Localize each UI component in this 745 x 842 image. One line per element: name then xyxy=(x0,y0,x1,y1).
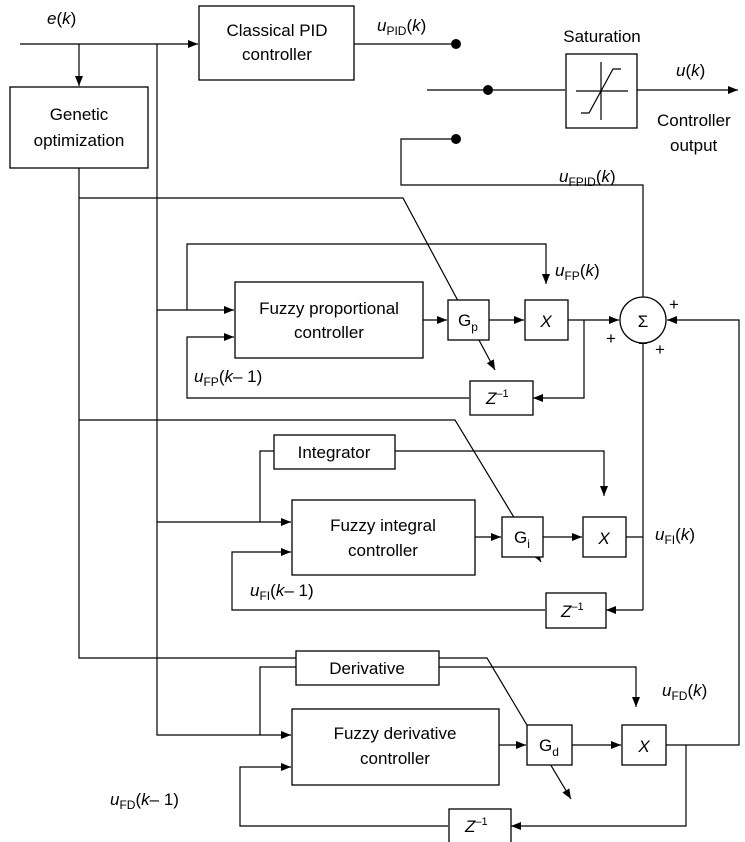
fuzzy-i-label-1: Fuzzy integral xyxy=(330,516,436,535)
saturation-block: Saturation xyxy=(563,27,641,129)
genetic-optimization-block: Genetic optimization xyxy=(9,86,149,169)
signal-label-u-fd: uFD(k) xyxy=(662,681,707,703)
delay-i-block: Z–1 xyxy=(545,592,607,629)
gain-gp-block: Gp xyxy=(447,299,490,341)
delay-d-label: Z–1 xyxy=(464,816,488,836)
multiplier-i-block: X xyxy=(582,516,627,558)
pid-controller-label-1: Classical PID xyxy=(226,21,327,40)
saturation-label: Saturation xyxy=(563,27,641,46)
signal-label-u-fp: uFP(k) xyxy=(555,261,600,283)
signal-label-u: u(k) xyxy=(676,61,705,80)
plus-sign-left: + xyxy=(606,329,616,348)
signal-wires xyxy=(20,39,740,830)
gain-gi-block: Gi xyxy=(501,516,544,558)
multiplier-p-block: X xyxy=(524,299,569,341)
signal-label-e: e(k) xyxy=(47,9,76,28)
signal-label-u-pid: uPID(k) xyxy=(377,16,426,38)
genetic-label-2: optimization xyxy=(34,131,125,150)
fuzzy-d-label-2: controller xyxy=(360,749,430,768)
sum-symbol: Σ xyxy=(638,312,649,331)
delay-p-label: Z–1 xyxy=(485,388,509,408)
integrator-label: Integrator xyxy=(298,443,371,462)
signal-label-u-fpid: uFPID(k) xyxy=(559,167,616,189)
multiplier-i-label: X xyxy=(597,529,610,548)
gain-gi-label: Gi xyxy=(514,528,530,551)
fuzzy-proportional-block: Fuzzy proportional controller xyxy=(234,281,424,359)
signal-label-u-fp-prev: uFP(k– 1) xyxy=(194,367,262,389)
delay-d-block: Z–1 xyxy=(448,808,512,842)
fuzzy-p-label-2: controller xyxy=(294,323,364,342)
gain-gp-label: Gp xyxy=(458,311,478,334)
fuzzy-d-label-1: Fuzzy derivative xyxy=(334,724,457,743)
delay-i-label: Z–1 xyxy=(560,601,584,621)
gain-gd-label: Gd xyxy=(539,736,559,759)
multiplier-d-label: X xyxy=(637,737,650,756)
signal-label-u-fi: uFI(k) xyxy=(655,525,695,547)
fuzzy-integral-block: Fuzzy integral controller xyxy=(291,499,476,576)
gain-gd-block: Gd xyxy=(526,724,573,766)
derivative-block: Derivative xyxy=(295,650,440,686)
pid-controller-label-2: controller xyxy=(242,45,312,64)
plus-sign-right: + xyxy=(669,295,679,314)
derivative-label: Derivative xyxy=(329,659,405,678)
multiplier-d-block: X xyxy=(621,724,667,766)
summing-junction: Σ + + + xyxy=(606,295,679,359)
controller-output-label-2: output xyxy=(670,136,718,155)
signal-label-u-fi-prev: uFI(k– 1) xyxy=(250,581,314,603)
pid-controller-block: Classical PID controller xyxy=(198,5,355,81)
multiplier-p-label: X xyxy=(539,312,552,331)
signal-label-u-fd-prev: uFD(k– 1) xyxy=(110,790,179,812)
controller-output-label-1: Controller xyxy=(657,111,731,130)
delay-p-block: Z–1 xyxy=(469,380,534,416)
genetic-label-1: Genetic xyxy=(50,105,109,124)
fuzzy-derivative-block: Fuzzy derivative controller xyxy=(291,708,500,786)
fuzzy-p-label-1: Fuzzy proportional xyxy=(259,299,399,318)
fuzzy-i-label-2: controller xyxy=(348,541,418,560)
integrator-block: Integrator xyxy=(273,434,396,470)
plus-sign-bottom: + xyxy=(655,340,665,359)
